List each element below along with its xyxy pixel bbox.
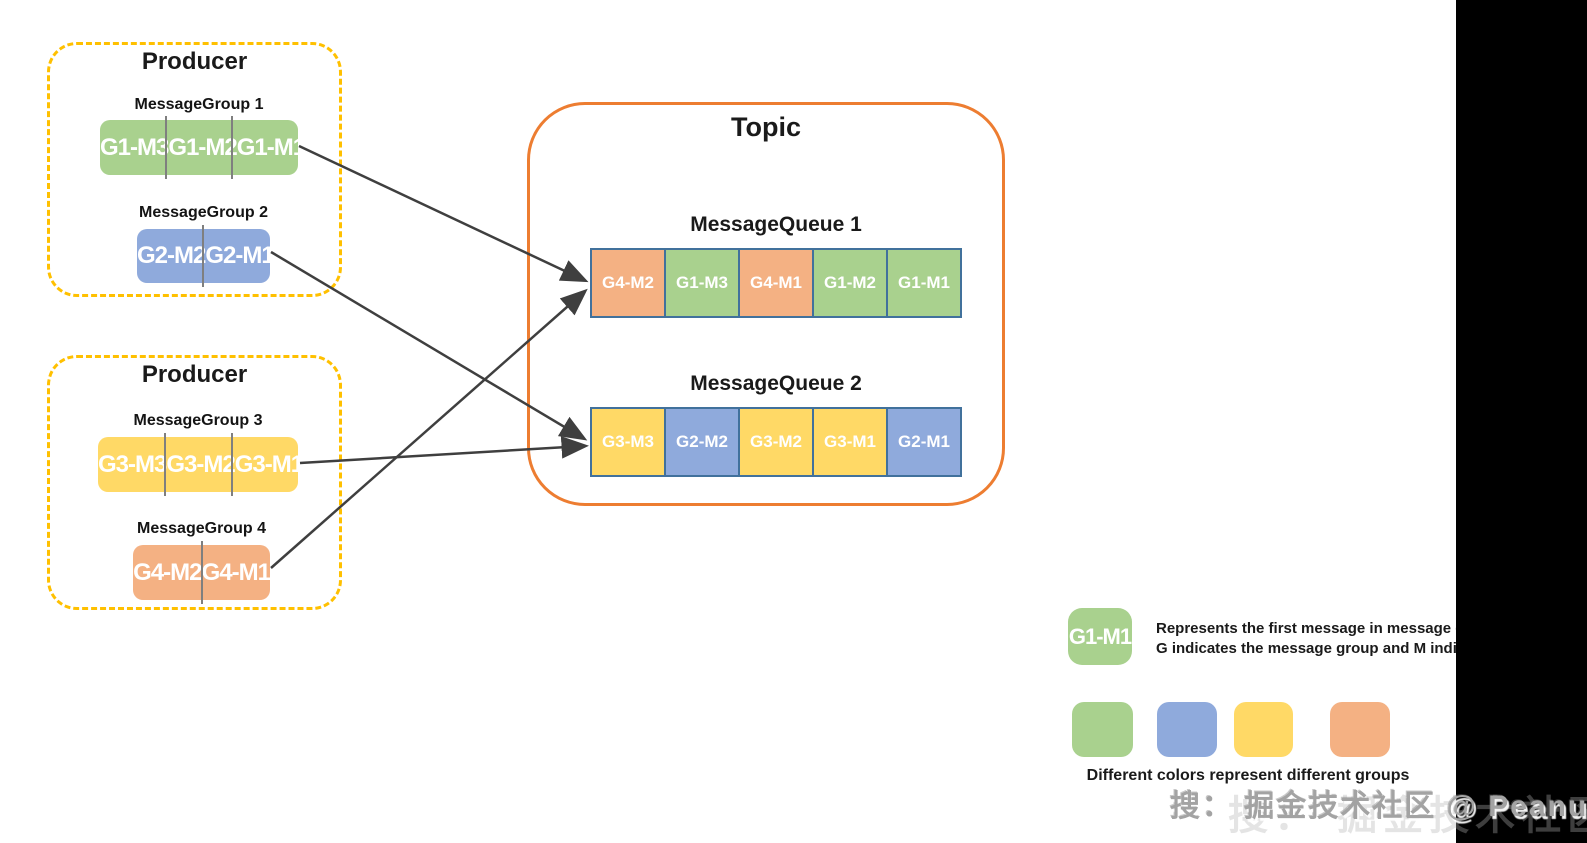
watermark: 搜： 掘金技术社区 @ Peanut [1170, 790, 1587, 823]
watermark-ghost: 搜： 掘金技术社区 @ Peanut [1228, 794, 1587, 838]
queue1-cell-g1-m2: G1-M2 [812, 248, 888, 318]
message-g1-m2: G1-M2 [168, 133, 237, 161]
legend-description-line2: G indicates the message group and M indi… [1156, 640, 1474, 657]
swatch-orange-group4 [1330, 702, 1390, 757]
segment-divider [201, 541, 203, 604]
queue1-cell-g1-m1: G1-M1 [886, 248, 962, 318]
message-g1-m1: G1-M1 [236, 133, 306, 161]
message-queue-2: G3-M3 G2-M2 G3-M2 G3-M1 G2-M1 [590, 407, 962, 477]
message-g3-m3: G3-M3 [98, 450, 167, 478]
queue2-cell-g3-m3: G3-M3 [590, 407, 666, 477]
swatch-yellow-group3 [1234, 702, 1293, 757]
queue1-cell-g4-m2: G4-M2 [590, 248, 666, 318]
producer-1-title: Producer [141, 48, 248, 75]
legend-description: Represents the first message in message … [1156, 619, 1576, 659]
message-group-1-block: G1-M3 G1-M2 G1-M1 [100, 116, 306, 179]
segment-divider [202, 225, 204, 287]
message-group-2-block: G2-M2 G2-M1 [137, 225, 275, 287]
segment-divider [231, 116, 233, 179]
queue2-cell-g2-m2: G2-M2 [664, 407, 740, 477]
message-g4-m2: G4-M2 [133, 558, 202, 586]
segment-divider [165, 116, 167, 179]
queue2-cell-g3-m2: G3-M2 [738, 407, 814, 477]
message-g2-m1: G2-M1 [205, 242, 274, 269]
queue2-cell-g3-m1: G3-M1 [812, 407, 888, 477]
swatch-blue-group2 [1157, 702, 1217, 757]
queue1-cell-g1-m3: G1-M3 [664, 248, 740, 318]
message-group-4-block: G4-M2 G4-M1 [133, 541, 271, 604]
legend-sample-block: G1-M1 [1068, 608, 1132, 665]
legend-caption: Different colors represent different gro… [1086, 767, 1410, 784]
message-g2-m2: G2-M2 [137, 242, 206, 269]
producer-2-title: Producer [141, 361, 248, 388]
message-queue-1-label: MessageQueue 1 [690, 213, 862, 236]
message-group-1-label: MessageGroup 1 [134, 96, 264, 113]
message-g4-m1: G4-M1 [201, 558, 271, 586]
message-queue-1: G4-M2 G1-M3 G4-M1 G1-M2 G1-M1 [590, 248, 962, 318]
legend-description-line1: Represents the first message in message … [1156, 620, 1480, 637]
message-group-4-label: MessageGroup 4 [137, 520, 266, 537]
message-queue-2-label: MessageQueue 2 [690, 372, 862, 395]
message-group-3-label: MessageGroup 3 [133, 412, 263, 429]
message-g3-m1: G3-M1 [234, 450, 304, 478]
black-sidebar [1456, 0, 1587, 843]
queue2-cell-g2-m1: G2-M1 [886, 407, 962, 477]
message-g1-m3: G1-M3 [100, 133, 169, 161]
topic-title: Topic [731, 112, 801, 142]
message-group-2-label: MessageGroup 2 [139, 204, 268, 221]
message-g3-m2: G3-M2 [166, 450, 235, 478]
segment-divider [164, 433, 166, 496]
swatch-green-group1 [1072, 702, 1133, 757]
queue1-cell-g4-m1: G4-M1 [738, 248, 814, 318]
message-group-3-block: G3-M3 G3-M2 G3-M1 [98, 433, 304, 496]
segment-divider [231, 433, 233, 496]
